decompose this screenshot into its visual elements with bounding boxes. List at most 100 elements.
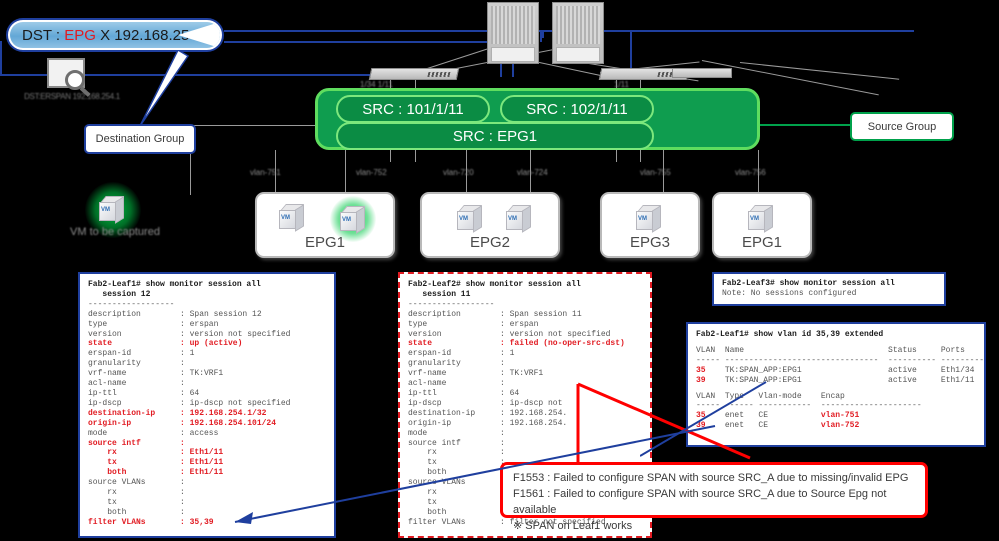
- cli-row: granularity:: [408, 359, 510, 369]
- cli-row: erspan-id: 1: [88, 349, 195, 359]
- cli-row: source intf:: [88, 438, 190, 448]
- cli-row: ip-ttl: 64: [408, 388, 520, 398]
- epg-trunk-left-h: [190, 125, 320, 126]
- epg-trunk-left: [190, 125, 191, 195]
- leaf-switch-1-ports: 1/34 1/11: [360, 80, 393, 89]
- vm-icon-epg2-a: VM: [457, 205, 483, 233]
- cli-row: description: Span session 12: [88, 309, 262, 319]
- cli-row: filter VLANs: 35,39: [88, 517, 214, 527]
- source-pill-102: SRC : 102/1/11: [500, 95, 654, 123]
- vlan-label-752: vlan-752: [356, 168, 387, 177]
- cli-row: ip-dscp: ip-dscp not: [408, 398, 563, 408]
- cli-leaf2-session: session 11: [408, 289, 471, 299]
- destination-banner-text: DST : EPG X 192.168.254.1: [10, 27, 210, 44]
- vlan-table-row: ----- -------------------------------- -…: [696, 355, 985, 365]
- cli-row: granularity:: [88, 359, 190, 369]
- cli-leaf3-prompt: Fab2-Leaf3# show monitor session all: [722, 279, 895, 288]
- cli-row: mode:: [408, 428, 510, 438]
- vlan-table-2: VLAN Type Vlan-mode Encap ----- ------ -…: [696, 392, 976, 432]
- cli-row: vrf-name: TK:VRF1: [88, 369, 224, 379]
- epg2-drop-1: [466, 150, 467, 198]
- cli-row: description: Span session 11: [408, 309, 582, 319]
- epg-box-1-label: EPG1: [304, 234, 346, 251]
- epg4-drop-1: [758, 150, 759, 198]
- vlan-table-row: VLAN Name Status Ports: [696, 345, 965, 355]
- cli-row: rx:: [88, 488, 190, 498]
- source-group-link: [760, 124, 852, 126]
- epg1-drop-1: [275, 150, 276, 198]
- vm-icon-epg1-b: VM: [340, 206, 366, 234]
- destination-group-label: Destination Group: [95, 133, 185, 145]
- epg1-drop-2: [345, 150, 346, 198]
- link-dst-v3: [540, 32, 542, 42]
- cli-row: ip-ttl: 64: [88, 388, 200, 398]
- cli-leaf1-prompt: Fab2-Leaf1# show monitor session all: [88, 280, 261, 289]
- vlan-table-row: ----- ------ ----------- ---------------…: [696, 401, 922, 411]
- cli-row: source VLANs:: [88, 478, 190, 488]
- cli-panel-leaf3: Fab2-Leaf3# show monitor session all Not…: [712, 272, 946, 306]
- cli-leaf2-prompt: Fab2-Leaf2# show monitor session all: [408, 280, 581, 289]
- link-spine2-down: [542, 30, 544, 38]
- epg3-drop-1: [663, 150, 664, 198]
- cli-row: type: erspan: [88, 319, 219, 329]
- cli-row: rx:: [408, 448, 510, 458]
- filter-vlan-arrow: [234, 425, 716, 524]
- vlan-label-756: vlan-756: [735, 168, 766, 177]
- cli-row: vrf-name: TK:VRF1: [408, 369, 544, 379]
- source-pill-epg1: SRC : EPG1: [336, 122, 654, 150]
- cli-vlan-prompt: Fab2-Leaf1# show vlan id 35,39 extended: [696, 330, 884, 339]
- epg-box-2-label: EPG2: [469, 234, 511, 251]
- cli-row: destination-ip: 192.168.254.1/32: [88, 408, 267, 418]
- epg-box-1: VM VM EPG1: [255, 192, 395, 258]
- epg-box-4-label: EPG1: [741, 234, 783, 251]
- source-pill-102-label: SRC : 102/1/11: [526, 100, 628, 118]
- cli-panel-leaf1: Fab2-Leaf1# show monitor session all ses…: [78, 272, 336, 538]
- vm-icon-epg2-b: VM: [506, 205, 532, 233]
- vm-icon-epg1-a: VM: [279, 204, 305, 232]
- spine-switch-1: [487, 2, 539, 64]
- cli-panel-vlan: Fab2-Leaf1# show vlan id 35,39 extended …: [686, 322, 986, 447]
- vlan-table-row: 39 enet CE vlan-752: [696, 421, 889, 431]
- cli-row: destination-ip: 192.168.254.: [408, 408, 568, 418]
- cli-row: version: version not specified: [88, 329, 291, 339]
- error-line-1: F1553 : Failed to configure SPAN with so…: [513, 472, 909, 484]
- cli-row: type: erspan: [408, 319, 539, 329]
- source-pill-101-label: SRC : 101/1/11: [362, 100, 464, 118]
- cli-row: erspan-id: 1: [408, 349, 515, 359]
- vlan-table-row: 35 TK:SPAN_APP:EPG1 active Eth1/34: [696, 365, 975, 375]
- vlan-label-755: vlan-755: [640, 168, 671, 177]
- cli-row: rx: Eth1/11: [88, 448, 224, 458]
- source-pill-epg1-label: SRC : EPG1: [452, 127, 538, 145]
- error-line-2: F1561 : Failed to configure SPAN with so…: [513, 488, 887, 516]
- epg-box-3: VM EPG3: [600, 192, 700, 258]
- vlan-table-arrow: [640, 381, 767, 457]
- cli-leaf1-session: session 12: [88, 289, 151, 299]
- vlan-label-720: vlan-720: [443, 168, 474, 177]
- source-group-callout: Source Group: [850, 112, 954, 141]
- destination-group-callout: Destination Group: [84, 124, 196, 154]
- cli-row: version: version not specified: [408, 329, 611, 339]
- vm-icon-epg4-a: VM: [748, 205, 774, 233]
- leaf-switch-2-ports: 1/11: [614, 80, 629, 89]
- vlan-label-724: vlan-724: [517, 168, 548, 177]
- dst-epg: EPG: [64, 26, 96, 44]
- cli-row: tx:: [88, 497, 190, 507]
- vm-icon-epg3-a: VM: [636, 205, 662, 233]
- cli-leaf2-divider: ------------------: [408, 299, 495, 309]
- destination-group-pointer: [139, 50, 190, 126]
- link-leaf2-up: [630, 30, 632, 78]
- source-group-container: SRC : 101/1/11 SRC : 102/1/11 SRC : EPG1: [315, 88, 760, 150]
- cli-row: acl-name:: [88, 379, 190, 389]
- destination-banner: DST : EPG X 192.168.254.1: [6, 18, 224, 52]
- cli-row: source intf:: [408, 438, 510, 448]
- vm-capture-label: VM to be captured: [70, 226, 160, 238]
- epg-box-3-label: EPG3: [629, 234, 671, 251]
- vlan-table-row: 35 enet CE vlan-751: [696, 411, 889, 421]
- analyzer-label: DST:ERSPAN 192.168.254.1: [24, 92, 120, 101]
- cli-row: ip-dscp: ip-dscp not specified: [88, 398, 291, 408]
- cli-row: acl-name:: [408, 379, 510, 389]
- vlan-label-751: vlan-751: [250, 168, 281, 177]
- source-group-label: Source Group: [867, 120, 937, 133]
